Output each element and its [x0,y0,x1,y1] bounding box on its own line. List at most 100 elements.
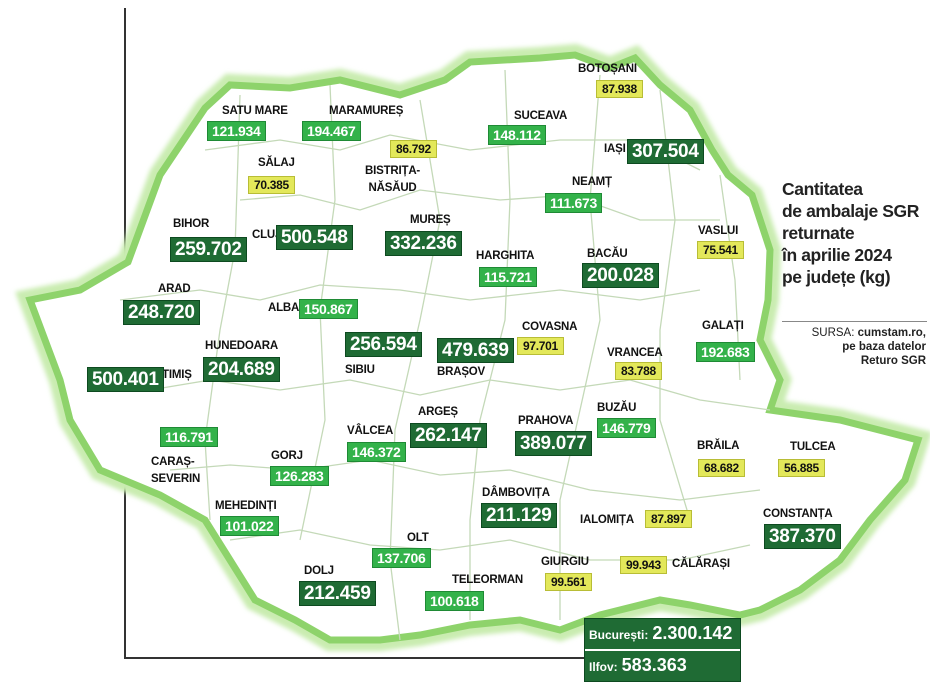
county-value: 97.701 [517,337,564,355]
county-value: 389.077 [515,431,592,456]
title-line: în aprilie 2024 [782,245,892,265]
capital-box: București:2.300.142 Ilfov:583.363 [584,618,741,682]
source-line: pe baza datelor [842,341,926,353]
county-label: DÂMBOVIȚA [482,487,550,499]
map-title: Cantitatea de ambalaje SGR returnate în … [782,178,927,288]
county-label: NEAMȚ [572,176,612,188]
county-label: MUREȘ [410,214,451,226]
title-line: Cantitatea [782,179,863,199]
county-value: 126.283 [270,466,329,486]
county-value: 121.934 [207,121,266,141]
bucuresti-label: București: [589,628,649,642]
county-label: SIBIU [345,364,375,376]
county-label: BUZĂU [597,402,637,414]
county-label: TULCEA [790,441,836,453]
county-label: CLUJ [252,229,282,241]
bucuresti-value: 2.300.142 [652,623,733,643]
county-label: VRANCEA [607,347,663,359]
county-label: BACĂU [587,248,628,260]
title-line: de ambalaje SGR [782,201,919,221]
county-value: 262.147 [410,423,487,448]
county-value: 68.682 [698,459,745,477]
county-value: 70.385 [248,176,295,194]
county-label: TELEORMAN [452,574,524,586]
county-value: 200.028 [582,263,659,288]
county-label: GIURGIU [541,556,589,568]
county-value: 115.721 [479,267,537,287]
horizontal-axis-line [124,657,594,659]
county-value: 75.541 [697,241,744,259]
county-value: 87.938 [596,80,643,98]
county-value: 256.594 [345,332,422,357]
county-value: 83.788 [615,362,662,380]
county-label: COVASNA [522,321,578,333]
county-value: 192.683 [696,342,755,362]
county-value: 479.639 [437,338,514,363]
county-label: HUNEDOARA [205,340,278,352]
county-value: 387.370 [764,524,841,549]
county-label: IALOMIȚA [580,514,634,526]
county-value: 137.706 [372,548,431,568]
title-line: returnate [782,223,855,243]
county-label: HARGHITA [476,250,535,262]
source-note: SURSA: cumstam.ro, pe baza datelor Retur… [776,326,926,368]
county-label: ARAD [158,283,191,295]
county-value: 87.897 [645,510,692,528]
county-value: 111.673 [545,193,602,213]
county-label: MEHEDINȚI [215,500,277,512]
county-label: BOTOȘANI [578,63,637,75]
county-value: 204.689 [203,357,280,382]
county-value: 332.236 [385,231,462,256]
county-value: 307.504 [627,139,704,164]
county-label: ALBA [268,302,300,314]
county-label: SĂLAJ [258,157,295,169]
county-label: VÂLCEA [347,425,394,437]
county-value: 212.459 [299,581,376,606]
county-value: 500.401 [87,367,164,392]
title-divider [782,321,927,322]
county-label: PRAHOVA [518,415,574,427]
county-label: BISTRIȚA-NĂSĂUD [365,165,421,194]
county-value: 194.467 [302,121,361,141]
county-value: 99.561 [545,573,592,591]
county-label: IAȘI [604,143,626,155]
county-label: ARGEȘ [418,406,458,418]
county-value: 101.022 [220,516,279,536]
county-label: MARAMUREȘ [329,105,404,117]
county-value: 500.548 [276,225,353,250]
source-prefix: SURSA: [811,327,858,339]
county-value: 211.129 [481,503,557,528]
bucuresti-row: București:2.300.142 [589,623,732,644]
source-site: cumstam.ro, [857,327,926,339]
county-label: SATU MARE [222,105,288,117]
county-value: 56.885 [778,459,825,477]
county-label: CARAȘ-SEVERIN [151,456,201,485]
ilfov-value: 583.363 [621,655,687,675]
county-label: GORJ [271,450,303,462]
county-value: 150.867 [299,299,358,319]
ilfov-row: Ilfov:583.363 [589,655,687,676]
county-value: 116.791 [160,427,218,447]
title-line: pe județe (kg) [782,267,891,287]
county-value: 146.779 [597,418,656,438]
county-label: OLT [407,532,429,544]
county-label: BIHOR [173,218,210,230]
county-label: TIMIȘ [162,369,192,381]
county-label: CĂLĂRAȘI [672,558,730,570]
source-line: Returo SGR [860,355,926,367]
county-label: DOLJ [304,565,334,577]
county-value: 148.112 [488,125,546,145]
county-label: SUCEAVA [514,110,568,122]
county-value: 99.943 [620,556,667,574]
capital-divider [585,649,740,651]
county-label: CONSTANȚA [763,508,833,520]
county-label: BRĂILA [697,440,740,452]
county-value: 100.618 [425,591,484,611]
county-label: BRAȘOV [437,366,486,378]
county-label: GALAȚI [702,320,744,332]
county-value: 248.720 [123,300,200,325]
ilfov-label: Ilfov: [589,660,618,674]
county-value: 146.372 [347,442,406,462]
county-label: VASLUI [698,225,739,237]
